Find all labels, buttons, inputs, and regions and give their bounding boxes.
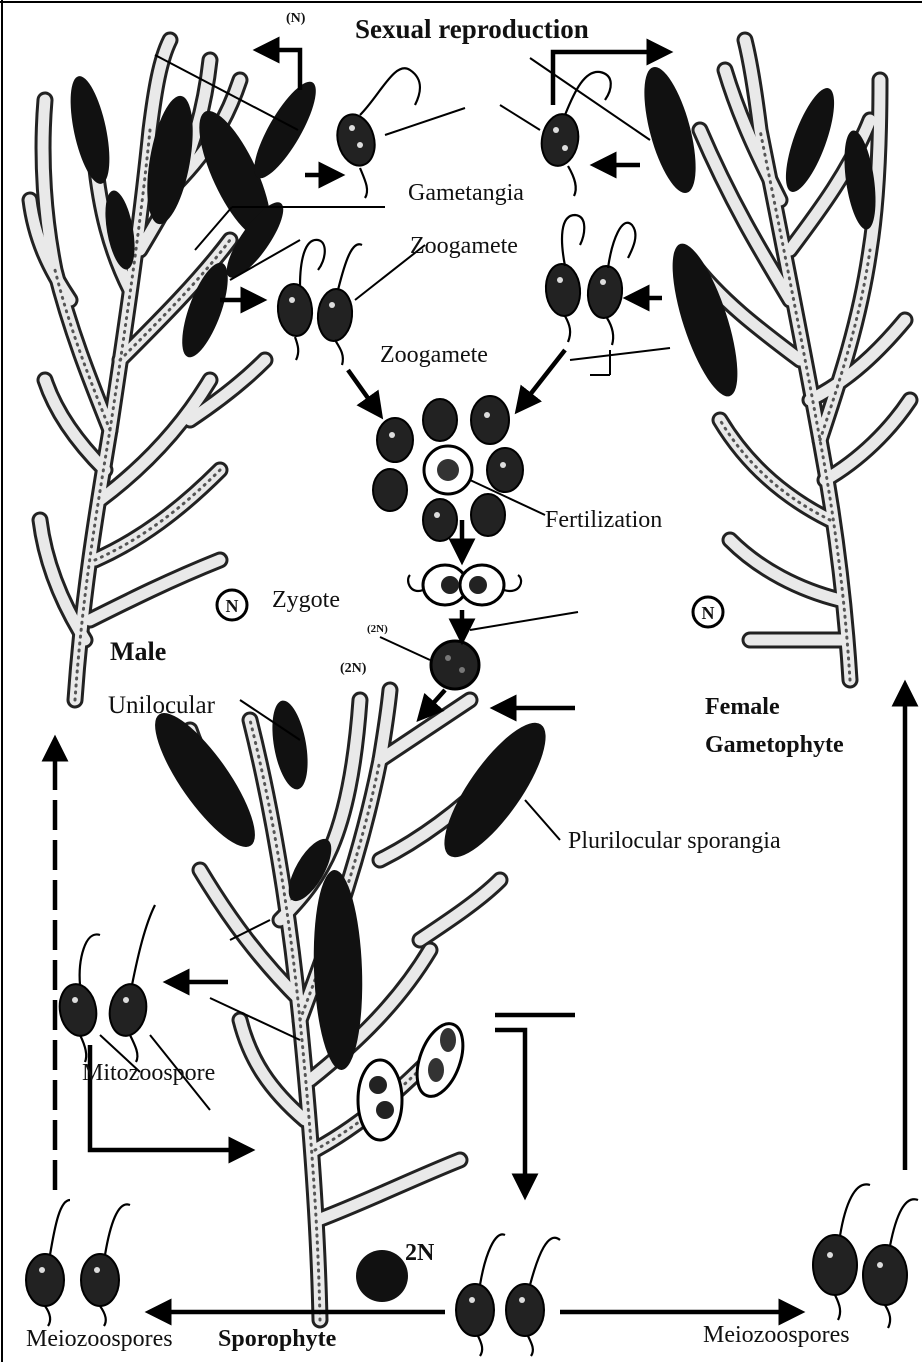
label-2n-big: 2N	[405, 1240, 435, 1266]
svg-text:N: N	[226, 596, 239, 616]
diploid-dot	[356, 1250, 408, 1302]
n-marker-left: N	[217, 590, 247, 620]
label-2n-small: (2N)	[367, 623, 388, 635]
label-meiozoospores-left: Meiozoospores	[26, 1326, 173, 1352]
n-marker-right: N	[693, 597, 723, 627]
zoogamete-male-upper	[332, 68, 420, 198]
meiozoospores-right-pair	[813, 1184, 918, 1328]
fertilization-cluster	[373, 396, 523, 541]
mitozoospores-pair	[56, 905, 155, 1062]
zoogamete-female-upper	[538, 72, 611, 196]
label-sporophyte: Sporophyte	[218, 1326, 337, 1352]
female-gametophyte-thallus	[634, 40, 910, 680]
label-mitozoospore: Mitozoospore	[82, 1060, 215, 1086]
svg-text:N: N	[702, 603, 715, 623]
label-fertilization: Fertilization	[545, 507, 662, 533]
meiozoospores-centre-pair	[456, 1234, 560, 1356]
label-sexual-reproduction: Sexual reproduction	[355, 14, 589, 44]
label-2n-upper: (2N)	[340, 661, 367, 676]
label-male: Male	[110, 637, 166, 666]
label-meiozoospores-right: Meiozoospores	[703, 1322, 850, 1348]
sporophyte-thallus	[139, 690, 562, 1320]
fusing-gametes	[408, 565, 521, 605]
label-gametangia: Gametangia	[408, 180, 524, 206]
zoogametes-male-pair	[276, 240, 362, 365]
zygote	[431, 641, 479, 689]
label-gametophyte: Gametophyte	[705, 732, 844, 758]
meiozoospores-left-pair	[26, 1200, 130, 1326]
label-plurilocular-sporangia: Plurilocular sporangia	[568, 828, 781, 854]
label-female: Female	[705, 694, 780, 720]
label-zygote: Zygote	[272, 587, 340, 613]
label-zoogamete-lower: Zoogamete	[380, 342, 488, 368]
label-unilocular: Unilocular	[108, 692, 216, 719]
label-n-top: (N)	[286, 11, 306, 26]
zoogametes-female-pair	[544, 215, 636, 345]
label-zoogamete-upper: Zoogamete	[410, 233, 518, 259]
